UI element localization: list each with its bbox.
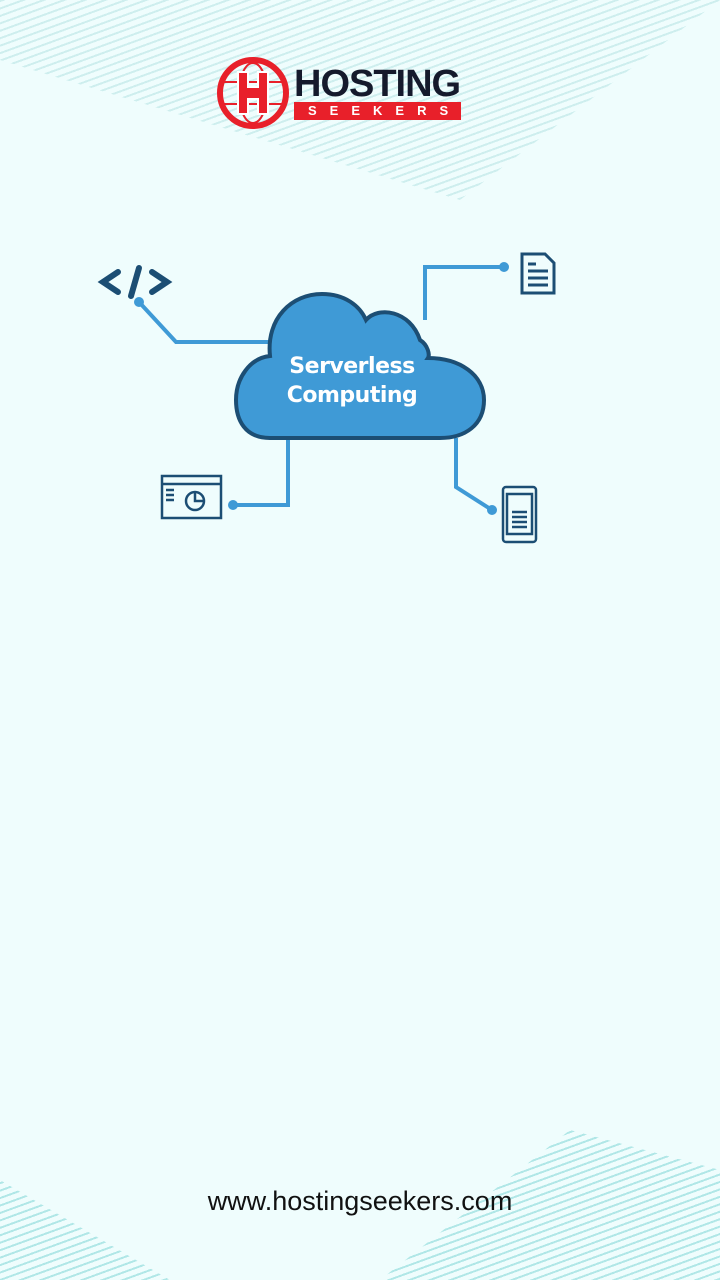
mobile-code-icon	[501, 485, 538, 544]
code-icon	[97, 265, 173, 299]
globe-logo-icon	[217, 57, 289, 129]
cloud-label-line1: Serverless	[289, 354, 415, 379]
cloud-label: Serverless Computing	[260, 352, 444, 410]
hosting-seekers-logo: HOSTING SEEKERS	[216, 56, 462, 130]
cloud-shape	[233, 291, 487, 440]
footer-website-url: www.hostingseekers.com	[207, 1186, 513, 1216]
dashboard-chart-icon	[160, 474, 223, 520]
cloud-label-line2: Computing	[286, 383, 418, 408]
logo-word-hosting: HOSTING	[294, 63, 461, 105]
connector-lines	[137, 265, 504, 512]
logo-word-seekers: SEEKERS	[294, 102, 462, 120]
serverless-diagram	[97, 252, 556, 544]
document-icon	[520, 252, 556, 295]
